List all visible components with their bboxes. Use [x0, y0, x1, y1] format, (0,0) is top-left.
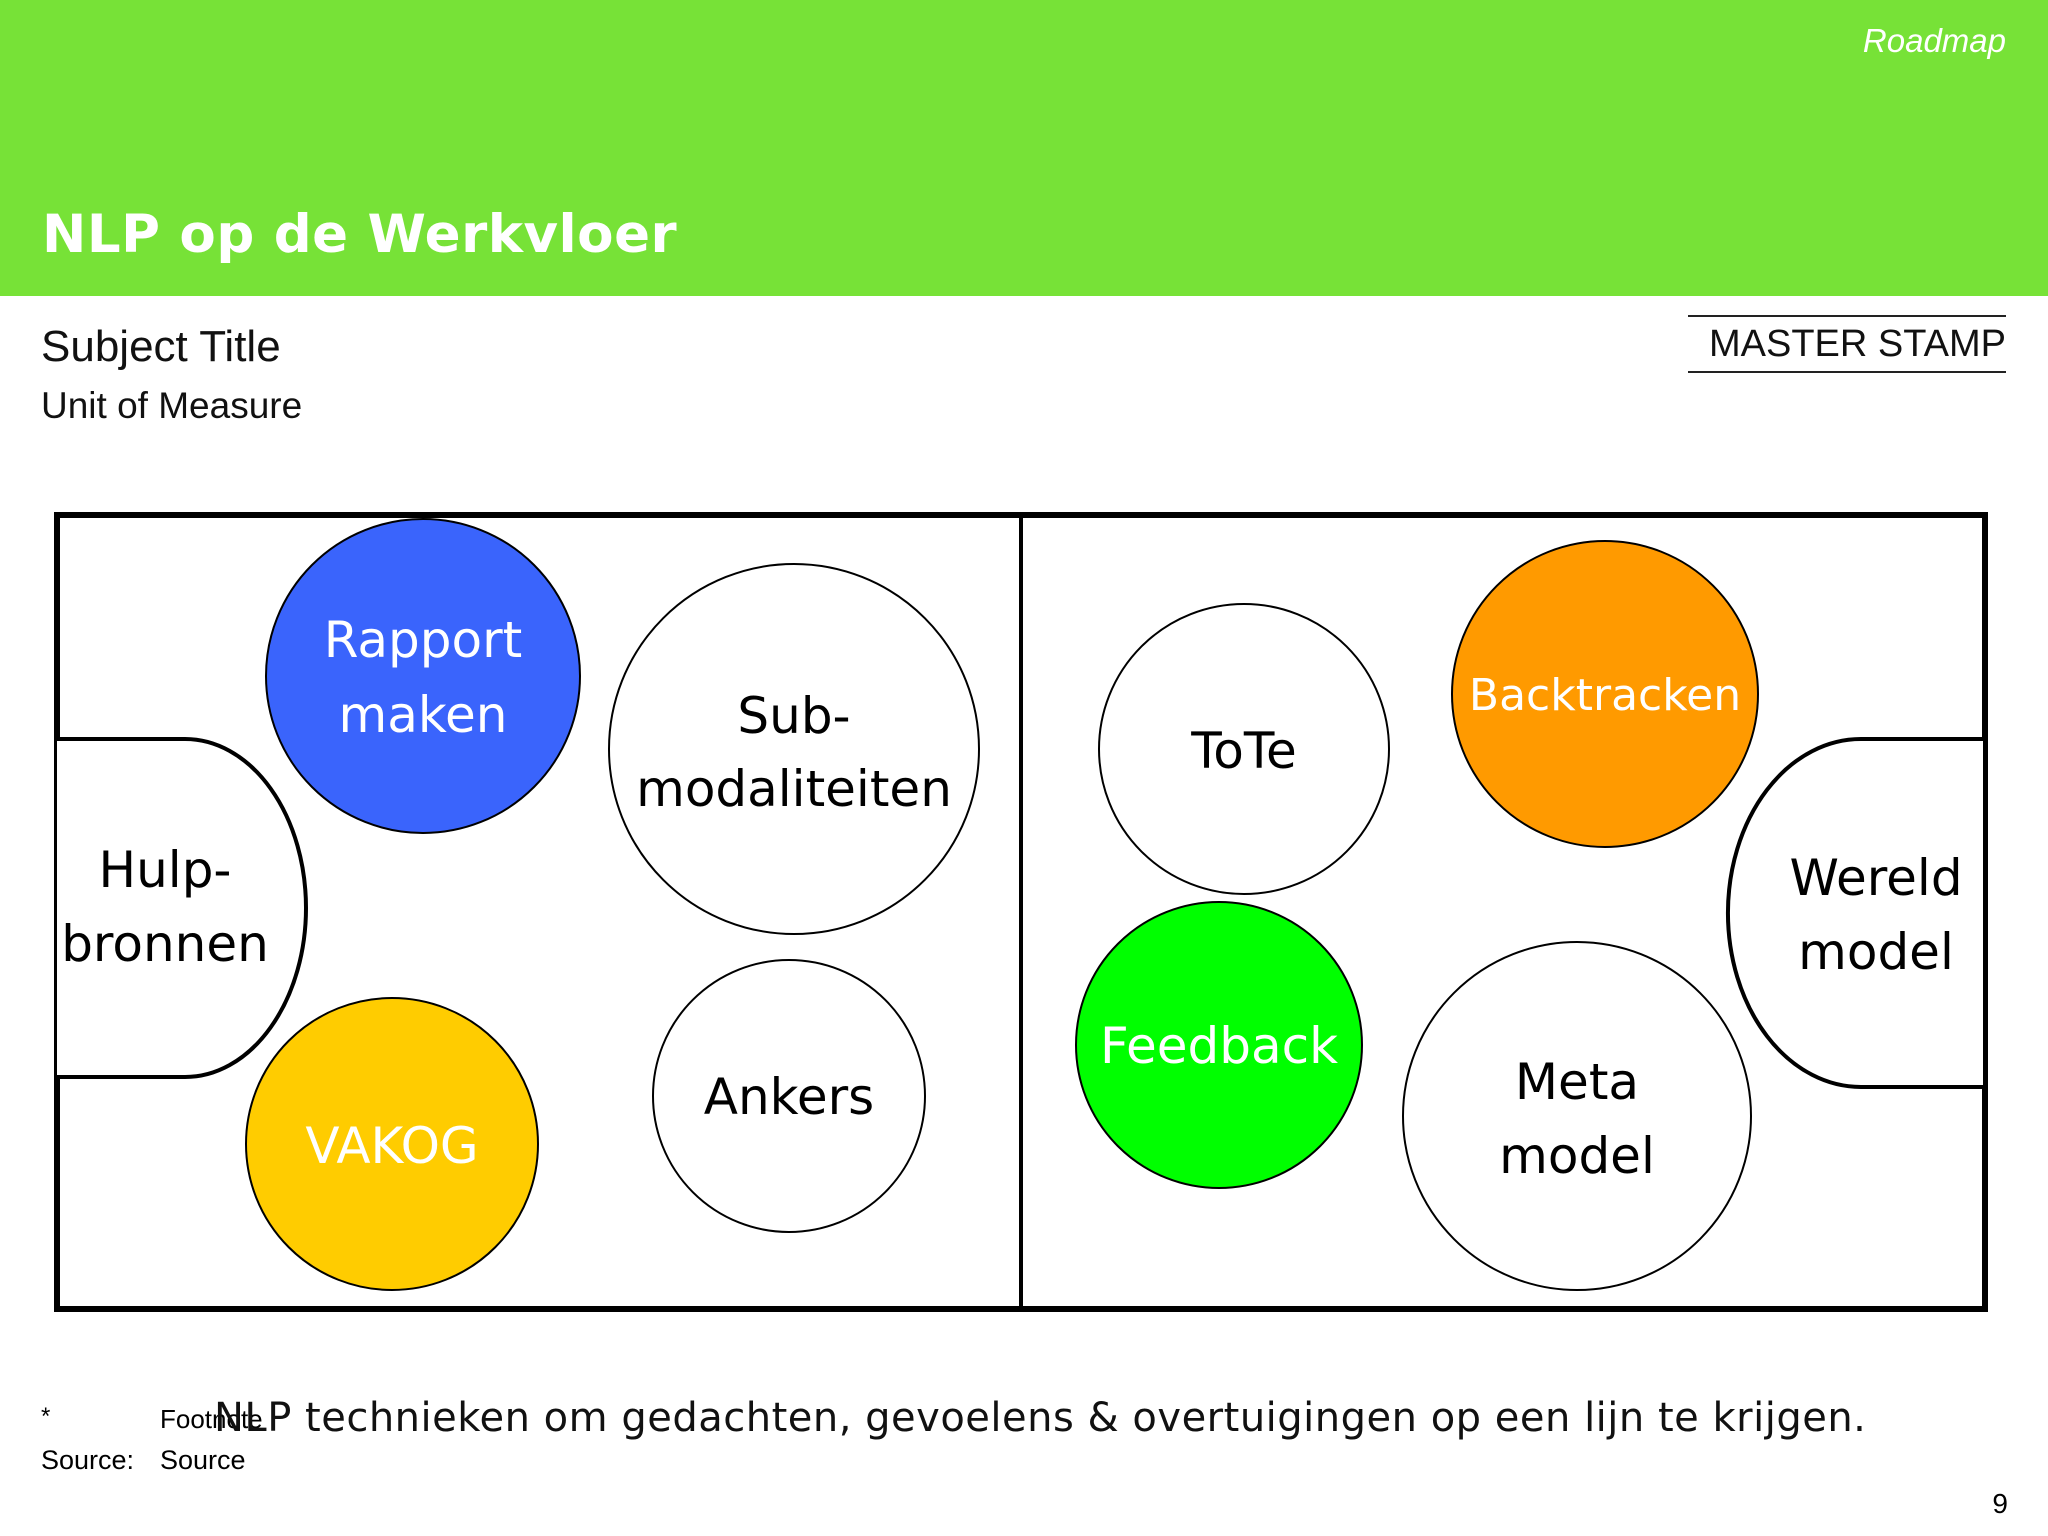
title-bar: Roadmap NLP op de Werkvloer — [0, 0, 2048, 296]
footnote-mark: * — [41, 1403, 51, 1430]
wereldmodel-label-line-2: model — [1798, 923, 1954, 981]
submodaliteiten-label-line-1: Sub- — [737, 687, 850, 745]
ankers-label: Ankers — [704, 1068, 874, 1126]
rapport-label-line-1: Rapport — [324, 611, 523, 669]
source-label: Source: — [41, 1445, 135, 1475]
hulpbronnen-label-line-1: Hulp- — [99, 841, 232, 899]
page-number: 9 — [1992, 1488, 2008, 1519]
diagram-caption: NLP technieken om gedachten, gevoelens &… — [214, 1395, 1867, 1441]
backtracken-circle — [1451, 540, 1759, 848]
metamodel-circle — [1402, 941, 1752, 1291]
master-stamp: MASTER STAMP — [1688, 315, 2006, 373]
section-label: Roadmap — [1862, 22, 2006, 59]
tote-label: ToTe — [1190, 722, 1296, 780]
rapport-circle — [265, 518, 581, 834]
source-text: Source — [160, 1445, 246, 1475]
submodaliteiten-label-line-2: modaliteiten — [636, 760, 952, 818]
rapport-label-line-2: maken — [339, 686, 508, 744]
footnote-text: Footnote — [160, 1404, 263, 1434]
hulpbronnen-label-line-2: bronnen — [61, 915, 269, 973]
backtracken-label: Backtracken — [1469, 670, 1741, 721]
vakog-label: VAKOG — [305, 1117, 478, 1175]
feedback-circle — [1075, 901, 1363, 1189]
wereldmodel-shape — [1725, 737, 1983, 1089]
vakog-circle — [245, 997, 539, 1291]
feedback-label: Feedback — [1100, 1017, 1338, 1075]
metamodel-label-line-2: model — [1499, 1127, 1655, 1185]
hulpbronnen-shape — [57, 737, 308, 1079]
unit-of-measure: Unit of Measure — [41, 385, 303, 426]
ankers-circle — [652, 959, 926, 1233]
wereldmodel-label-line-1: Wereld — [1789, 849, 1962, 907]
metamodel-label-line-1: Meta — [1515, 1053, 1639, 1111]
subject-title: Subject Title — [41, 322, 281, 371]
tote-circle — [1098, 603, 1390, 895]
submodaliteiten-circle — [608, 563, 980, 935]
slide-title: NLP op de Werkvloer — [42, 204, 678, 265]
